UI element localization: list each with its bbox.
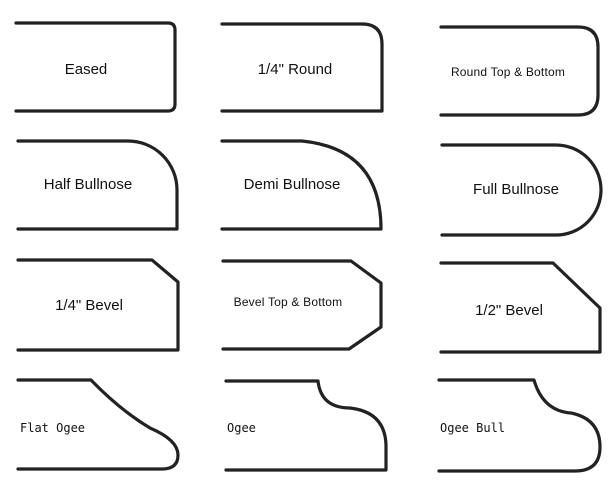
- quarter-bevel-label: 1/4" Bevel: [55, 297, 123, 314]
- profile-flat-ogee: Flat Ogee: [16, 378, 180, 471]
- profile-ogee: Ogee: [224, 379, 388, 472]
- full-bullnose-edge-shape: [440, 143, 603, 237]
- bevel-top-bottom-edge-shape: [221, 259, 383, 351]
- profile-half-bullnose: Half Bullnose: [16, 139, 179, 231]
- demi-bullnose-label: Demi Bullnose: [244, 176, 341, 193]
- quarter-round-label: 1/4" Round: [258, 61, 333, 78]
- ogee-label: Ogee: [227, 421, 256, 435]
- profile-quarter-round: 1/4" Round: [220, 22, 384, 113]
- profile-ogee-bull: Ogee Bull: [437, 378, 602, 473]
- profile-round-top-bottom: Round Top & Bottom: [439, 25, 600, 117]
- flat-ogee-edge-shape: [16, 378, 180, 471]
- flat-ogee-label: Flat Ogee: [20, 421, 85, 435]
- profile-eased: Eased: [14, 21, 177, 113]
- profile-demi-bullnose: Demi Bullnose: [220, 139, 383, 231]
- half-bullnose-label: Half Bullnose: [44, 176, 132, 193]
- profile-full-bullnose: Full Bullnose: [440, 143, 603, 237]
- profile-quarter-bevel: 1/4" Bevel: [16, 258, 180, 352]
- half-bevel-label: 1/2" Bevel: [475, 302, 543, 319]
- half-bullnose-edge-shape: [16, 139, 179, 231]
- quarter-round-edge-shape: [220, 22, 384, 113]
- full-bullnose-label: Full Bullnose: [473, 181, 559, 198]
- half-bevel-edge-shape: [439, 261, 602, 354]
- bevel-top-bottom-label: Bevel Top & Bottom: [234, 295, 343, 309]
- eased-label: Eased: [65, 61, 108, 78]
- round-top-bottom-label: Round Top & Bottom: [451, 65, 565, 79]
- profile-half-bevel: 1/2" Bevel: [439, 261, 602, 354]
- ogee-bull-label: Ogee Bull: [440, 421, 505, 435]
- ogee-bull-edge-shape: [437, 378, 602, 473]
- demi-bullnose-edge-shape: [220, 139, 383, 231]
- profile-bevel-top-bottom: Bevel Top & Bottom: [221, 259, 383, 351]
- ogee-edge-shape: [224, 379, 388, 472]
- eased-edge-shape: [14, 21, 177, 113]
- quarter-bevel-edge-shape: [16, 258, 180, 352]
- round-top-bottom-edge-shape: [439, 25, 600, 117]
